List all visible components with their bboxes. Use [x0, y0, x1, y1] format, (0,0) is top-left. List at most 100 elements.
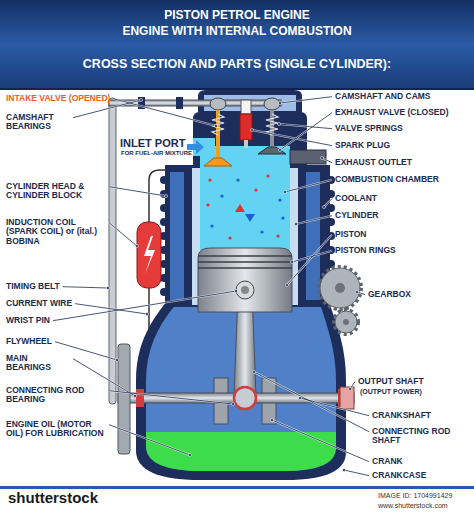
header-rule	[0, 88, 474, 90]
gearbox	[319, 267, 361, 334]
piston	[236, 281, 254, 299]
induction-coil	[144, 236, 155, 274]
leader-line	[279, 124, 332, 129]
port-note: FOR FUEL-AIR MIXTURE	[121, 150, 192, 157]
leader-dot	[146, 313, 149, 316]
crankshaft	[136, 389, 144, 407]
watermark: www.shutterstock.com	[378, 502, 448, 510]
leader-halo	[344, 470, 369, 476]
leader-dot	[235, 290, 238, 293]
cylinder-block	[160, 190, 168, 198]
leader-dot	[136, 245, 139, 248]
leader-line	[296, 216, 332, 224]
exhaust-outlet	[290, 150, 326, 164]
leader-dot	[116, 359, 119, 362]
part-label: WRIST PIN	[6, 316, 50, 325]
part-label: COMBUSTION CHAMBER	[335, 175, 439, 184]
leader-line	[109, 187, 166, 196]
part-label: INTAKE VALVE (OPENED)	[6, 94, 110, 103]
camshaft	[264, 98, 280, 110]
title: PISTON PETROL ENGINE	[0, 9, 474, 22]
leader-halo	[109, 391, 233, 404]
part-label: OUTPUT SHAFT	[358, 377, 424, 386]
fuel-mixture-dots	[260, 230, 263, 233]
leader-dot	[286, 284, 289, 287]
gearbox	[334, 310, 358, 334]
spark-plug	[241, 100, 251, 114]
part-label: PISTON RINGS	[335, 246, 396, 255]
fuel-mixture-dots	[254, 188, 257, 191]
watermark: IMAGE ID: 1704991429	[378, 492, 452, 500]
leader-line	[252, 130, 332, 146]
part-label: CONNECTING ROD BEARING	[6, 386, 106, 405]
gearbox	[319, 267, 361, 309]
leader-dot	[295, 223, 298, 226]
leader-halo	[109, 425, 190, 455]
leader-halo	[254, 372, 369, 432]
leader-line	[292, 251, 332, 262]
induction-coil	[137, 222, 161, 288]
piston	[198, 261, 292, 263]
part-label: CRANKSHAFT	[372, 411, 431, 420]
fuel-mixture-dots	[281, 216, 284, 219]
leader-dot	[165, 195, 168, 198]
gearbox	[320, 268, 360, 308]
cylinder-block	[160, 288, 168, 296]
leader-dot	[321, 157, 324, 160]
leader-halo	[252, 130, 332, 146]
part-label: ENGINE OIL (MOTOR OIL) FOR LUBRICATION	[6, 420, 106, 439]
header-band	[0, 0, 474, 88]
spark-plug	[240, 114, 252, 140]
leader-dot	[189, 454, 192, 457]
leader-line	[55, 342, 117, 360]
crankshaft	[234, 387, 256, 409]
leader-line	[272, 420, 369, 462]
leader-line	[75, 304, 147, 314]
spark-plug	[240, 100, 252, 148]
section-heading: CROSS SECTION AND PARTS (SINGLE CYLINDER…	[0, 58, 474, 72]
cylinder-block	[306, 172, 320, 300]
induction-coil	[137, 222, 161, 288]
part-label: VALVE SPRINGS	[335, 124, 403, 133]
piston	[198, 255, 292, 257]
leader-line	[344, 470, 369, 476]
cylinder-block	[327, 218, 335, 226]
leader-halo	[292, 251, 332, 262]
piston	[198, 248, 292, 312]
part-label: CAMSHAFT BEARINGS	[6, 113, 70, 132]
spark-plug	[244, 140, 248, 148]
gearbox	[335, 311, 357, 333]
footer-rule	[0, 486, 474, 489]
output-flange	[340, 387, 354, 409]
leader-line	[53, 291, 236, 321]
fuel-mixture-dots	[206, 174, 284, 239]
subtitle: ENGINE WITH INTERNAL COMBUSTION	[0, 25, 474, 38]
leader-dot	[356, 291, 359, 294]
leader-line	[280, 97, 332, 103]
cylinder-block	[160, 204, 168, 212]
fuel-mixture-dots	[228, 236, 231, 239]
fuel-mixture-dots	[208, 178, 211, 181]
cylinder-block	[160, 218, 168, 226]
intake-valve	[204, 158, 232, 166]
part-label: CYLINDER	[335, 211, 378, 220]
gearbox	[343, 319, 349, 325]
leader-halo	[55, 342, 117, 360]
part-label: FLYWHEEL	[6, 337, 52, 346]
leader-dot	[323, 206, 326, 209]
leader-dot	[291, 261, 294, 264]
leader-dot	[343, 469, 346, 472]
camshaft	[210, 98, 226, 110]
leader-dot	[215, 125, 218, 128]
part-label: INDUCTION COIL (SPARK COIL) or (ital.) B…	[6, 218, 106, 246]
part-label: CURRENT WIRE	[6, 299, 72, 308]
fuel-mixture-dots	[278, 198, 281, 201]
part-label: EXHAUST OUTLET	[335, 158, 412, 167]
leader-line	[287, 235, 332, 285]
leader-line	[300, 398, 369, 416]
leader-halo	[285, 180, 332, 192]
leader-halo	[75, 304, 147, 314]
piston	[198, 248, 292, 312]
